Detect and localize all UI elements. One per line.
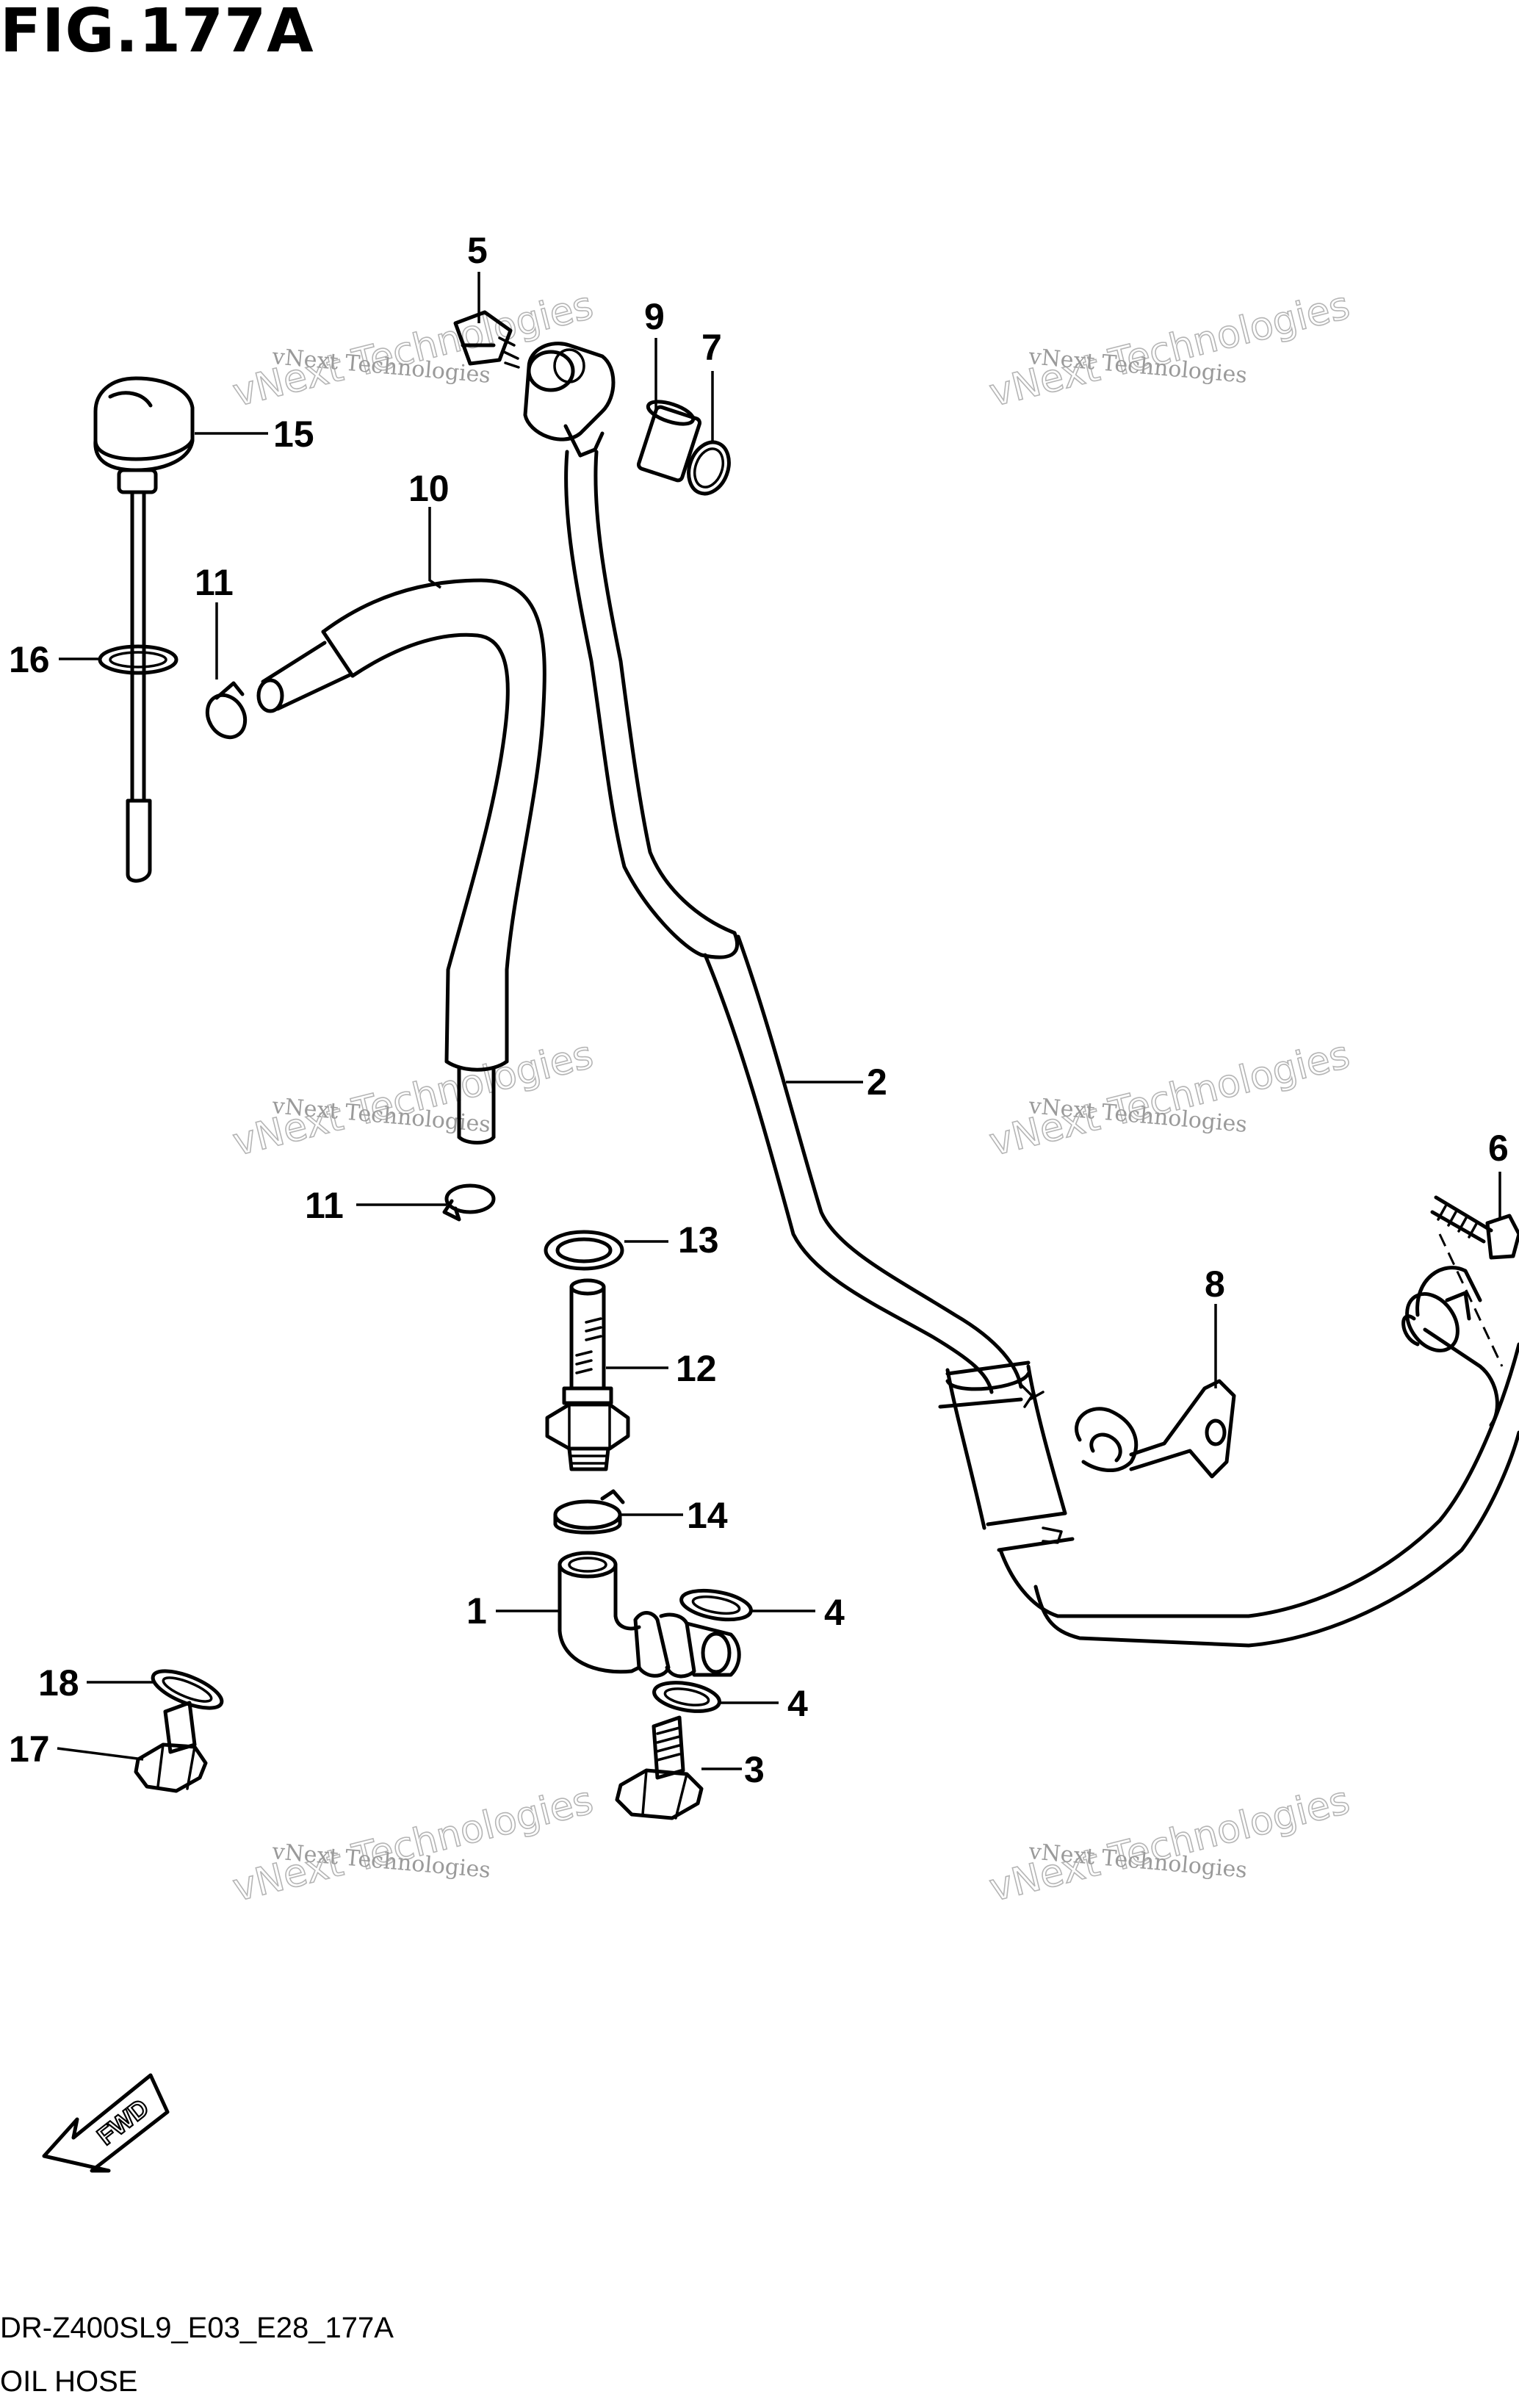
callout-10: 10 (408, 468, 450, 509)
hose-top-fitting (453, 310, 731, 496)
callout-13: 13 (678, 1219, 719, 1261)
callout-11-lower: 11 (305, 1185, 344, 1226)
drain-bolt-17 (134, 1701, 208, 1793)
callout-7: 7 (701, 327, 722, 368)
elbow-hose-1 (558, 1551, 741, 1679)
callout-15: 15 (273, 414, 314, 455)
washer-4-lower (652, 1681, 721, 1713)
callout-16: 16 (9, 639, 50, 680)
breather-hose (256, 578, 546, 1144)
oil-filler-cap-dipstick (93, 376, 195, 883)
washer-18 (151, 1669, 224, 1710)
watermark: vNext Technologies vNext Technologies (228, 283, 598, 416)
callout-18: 18 (38, 1662, 79, 1704)
callout-17: 17 (9, 1729, 50, 1770)
bracket-bolt (1430, 1195, 1519, 1367)
fwd-arrow: FWD (42, 2073, 170, 2173)
union-bolt-3 (615, 1715, 704, 1820)
figure-caption: OIL HOSE (0, 2365, 137, 2398)
hose-bracket (1075, 1379, 1236, 1479)
callout-11-upper: 11 (195, 562, 234, 603)
callout-14: 14 (687, 1495, 728, 1536)
hose-clip-lower (442, 1183, 496, 1222)
watermark: vNext Technologies vNext Technologies (984, 283, 1354, 416)
hose-clamp-14 (553, 1489, 625, 1535)
hose-clip-upper (205, 681, 248, 740)
oil-hose-main (564, 450, 1519, 1648)
washer-4-upper (679, 1588, 753, 1622)
union-fitting-12 (545, 1278, 630, 1471)
figure-title: FIG.177A (0, 0, 314, 66)
callout-labels: 5 9 7 15 10 11 16 2 6 11 13 8 12 14 1 4 … (9, 230, 1509, 1790)
callout-12: 12 (676, 1348, 717, 1389)
callout-9: 9 (644, 296, 665, 337)
watermark-group: vNext Technologies vNext Technologies vN… (228, 283, 1354, 1911)
watermark: vNext Technologies vNext Technologies (228, 1032, 598, 1165)
callout-8: 8 (1205, 1264, 1225, 1305)
callout-3: 3 (744, 1749, 765, 1790)
watermark: vNext Technologies vNext Technologies (984, 1778, 1354, 1911)
callout-5: 5 (467, 230, 488, 271)
callout-4-lower: 4 (787, 1683, 808, 1724)
leader-lines (57, 272, 1501, 1770)
callout-2: 2 (867, 1061, 887, 1103)
gasket-13 (544, 1230, 624, 1271)
fwd-label: FWD (93, 2094, 154, 2151)
callout-6: 6 (1488, 1128, 1509, 1169)
model-code: DR-Z400SL9_E03_E28_177A (0, 2312, 394, 2344)
watermark: vNext Technologies vNext Technologies (984, 1032, 1354, 1165)
callout-4-upper: 4 (824, 1592, 845, 1633)
callout-1: 1 (466, 1590, 487, 1632)
watermark: vNext Technologies vNext Technologies (228, 1778, 598, 1911)
